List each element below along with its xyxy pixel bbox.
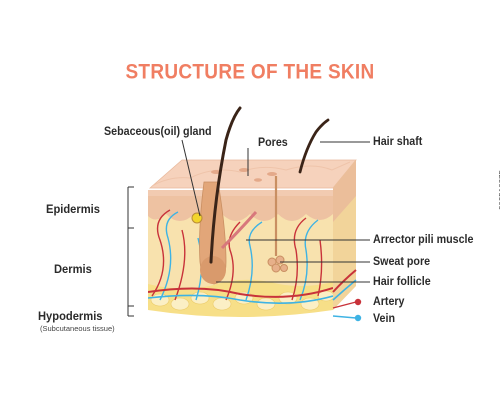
hypodermis-label: Hypodermis — [38, 309, 103, 323]
arrector-pili-muscle — [220, 210, 258, 250]
arrector-pili-label: Arrector pili muscle — [373, 234, 474, 246]
hair-shaft-label: Hair shaft — [373, 136, 423, 148]
block-side — [333, 160, 356, 310]
pores-label: Pores — [258, 137, 288, 149]
sebaceous-leader — [181, 139, 201, 217]
pore-4 — [254, 178, 262, 182]
sweat-pore-label: Sweat pore — [373, 256, 431, 268]
vein-marker — [332, 314, 362, 322]
artery-label: Artery — [373, 296, 405, 308]
hair-shaft-2 — [298, 118, 330, 174]
pore-1 — [211, 170, 221, 174]
artery-marker — [332, 298, 362, 309]
hair-follicle-label: Hair follicle — [373, 276, 431, 288]
epidermis-label: Epidermis — [46, 202, 100, 216]
hypodermis-sublabel: (Subcutaneous tissue) — [40, 324, 115, 333]
artery-vessel — [151, 209, 323, 301]
layer-bracket — [127, 186, 134, 317]
pore-2 — [239, 168, 249, 172]
hair-shaft-1 — [209, 106, 242, 264]
diagram-title: STRUCTURE OF THE SKIN — [125, 60, 375, 85]
skin-surface — [148, 159, 357, 189]
sebaceous-gland — [191, 212, 203, 224]
sebaceous-gland-label: Sebaceous(oil) gland — [104, 126, 212, 138]
vein-label: Vein — [373, 313, 396, 325]
vein-vessel — [159, 211, 319, 301]
dermis-label: Dermis — [54, 262, 92, 276]
pore-3 — [267, 172, 277, 176]
leader-lines — [181, 139, 370, 283]
sweat-gland — [267, 176, 288, 273]
